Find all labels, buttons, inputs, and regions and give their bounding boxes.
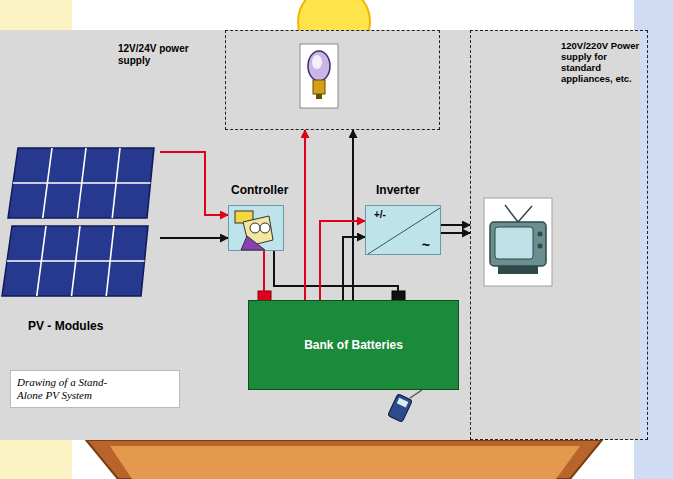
node-symbol: ~	[422, 237, 430, 253]
tv-icon-frame	[484, 198, 552, 286]
lamp-glow	[312, 55, 322, 69]
tv-screen	[495, 227, 533, 259]
inverter-box: Inverter+/-~	[365, 205, 441, 255]
node-illustration	[2, 140, 160, 345]
node-label: 12V/24V power supply	[118, 43, 190, 66]
lamp-icon-frame	[300, 44, 338, 108]
lamp-tip	[316, 94, 322, 99]
multimeter-probe	[410, 390, 422, 398]
node-label: Controller	[231, 184, 288, 198]
wire-connector	[263, 251, 265, 300]
wire-connector	[343, 237, 365, 300]
node-symbol: +/-	[374, 209, 386, 221]
wire-connector	[160, 237, 228, 239]
caption-text: Drawing of a Stand- Alone PV System	[17, 376, 129, 402]
caption-box: Drawing of a Stand- Alone PV System	[10, 370, 180, 408]
dc-supply-box: 12V/24V power supply	[225, 30, 440, 130]
tv-body	[490, 222, 546, 266]
node-label: PV - Modules	[28, 320, 103, 334]
pv-modules: PV - Modules	[2, 140, 160, 345]
house-roof	[86, 440, 602, 479]
grey-panel	[0, 30, 640, 440]
tv-knob	[538, 244, 543, 249]
wire-connector	[320, 221, 365, 300]
battery-bank: Bank of Batteries	[248, 300, 459, 390]
wire-connector	[274, 251, 398, 300]
tv-stand	[498, 266, 538, 274]
wire-connector	[160, 152, 228, 215]
wire-connector	[441, 224, 470, 226]
wire-connector	[441, 232, 470, 234]
multimeter-icon	[388, 394, 413, 423]
wire-connector	[304, 130, 306, 300]
wire-connector	[352, 130, 354, 300]
multimeter-display	[397, 398, 409, 408]
tv-antenna	[505, 205, 518, 222]
tv-antenna	[518, 206, 532, 222]
node-illustration	[229, 206, 283, 250]
lamp-bulb	[308, 51, 330, 81]
lamp-base	[313, 80, 325, 94]
tv-knob	[538, 232, 543, 237]
node-label: Bank of Batteries	[249, 339, 458, 353]
node-label: 120V/220V Power supply for standard appl…	[561, 41, 641, 85]
node-label: Inverter	[376, 184, 420, 198]
ac-supply-box: 120V/220V Power supply for standard appl…	[470, 30, 648, 440]
controller-box: Controller	[228, 205, 284, 251]
house-roof-inner	[110, 446, 580, 479]
